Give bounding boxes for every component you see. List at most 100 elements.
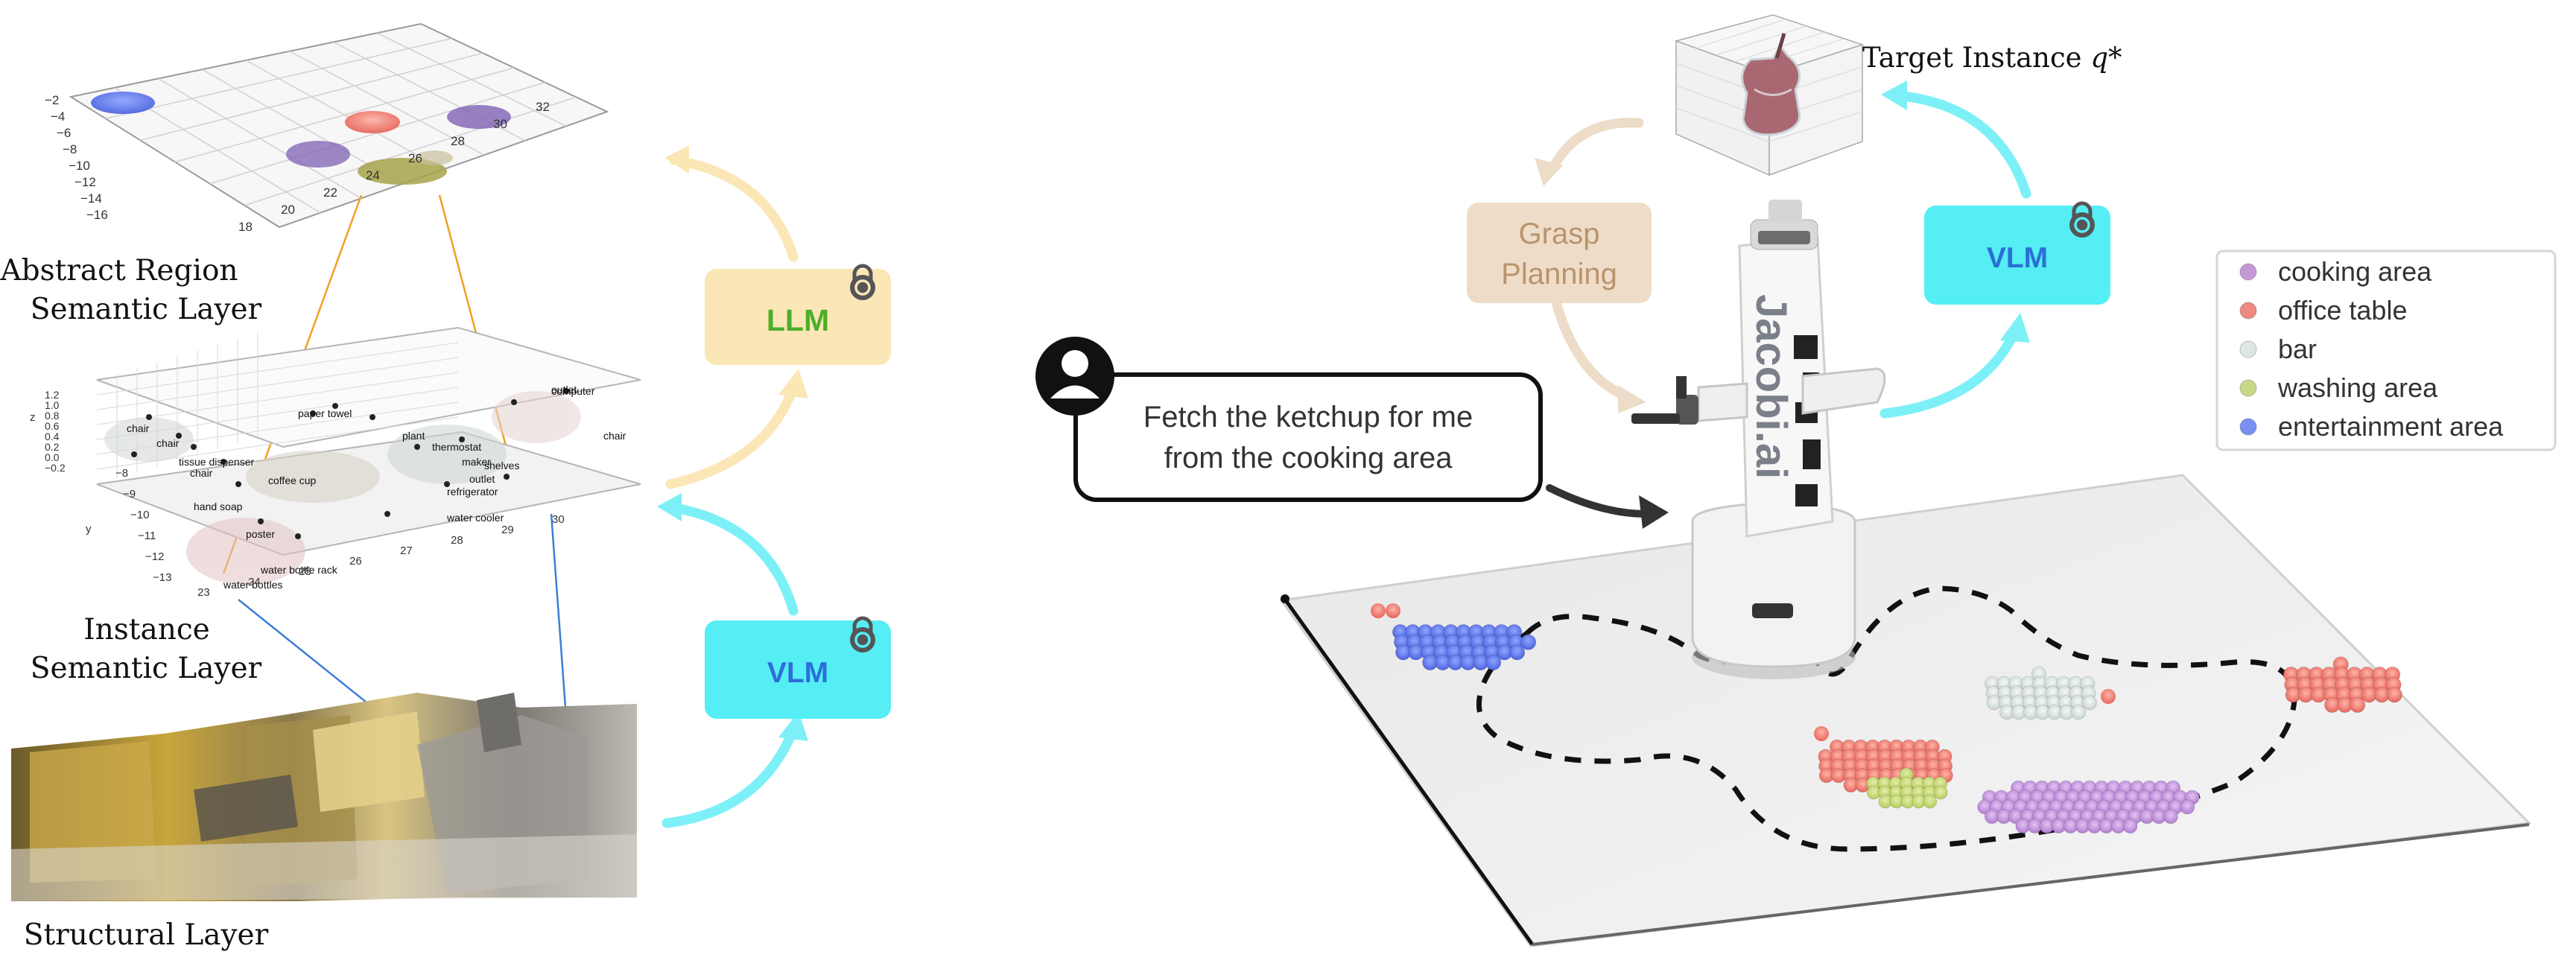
region-point [2071, 705, 2087, 720]
instance-y-tick: −8 [115, 467, 128, 480]
instance-z-tick: −0.2 [45, 462, 66, 474]
legend-item: washing area [2239, 372, 2438, 403]
instance-object-label: chair [127, 422, 150, 434]
vlm-box-left: VLM [705, 616, 891, 719]
target-instance-label: Target Instance q* [1862, 42, 2122, 74]
grasp-label-line2: Planning [1501, 258, 1617, 290]
floor-plane [1279, 474, 2532, 947]
instance-object-label: thermostat [432, 441, 481, 453]
instance-y-tick: −9 [123, 488, 136, 501]
instance-x-tick: 25 [299, 565, 311, 578]
legend-item: cooking area [2239, 256, 2432, 287]
region-office-table-right [1371, 603, 2402, 741]
instance-point [504, 474, 510, 480]
region-bar [1985, 666, 2097, 720]
structural-layer-label: Structural Layer [24, 918, 269, 952]
region-point [1520, 634, 1537, 650]
instance-point [444, 481, 450, 487]
region-point [1485, 654, 1502, 671]
robot: Jacobi.ai [1631, 200, 1886, 679]
arrow-vlm-to-target [1891, 90, 2031, 199]
arrow-robot-to-vlm [1879, 326, 2020, 419]
vlm-left-label: VLM [767, 657, 828, 689]
grasp-label-line1: Grasp [1519, 217, 1600, 250]
instance-point [131, 451, 137, 457]
instance-layer-label-line1: Instance [83, 613, 210, 647]
instance-point [146, 414, 152, 420]
user-avatar-icon [1035, 337, 1114, 416]
lock-icon [2069, 201, 2095, 238]
instance-z-tick: 1.0 [45, 399, 60, 411]
region-point [1371, 603, 1386, 618]
region-point [1923, 794, 1938, 809]
instance-point [384, 511, 390, 517]
arrow-llm-to-abstract [669, 155, 799, 262]
instance-point [235, 481, 241, 487]
region-point [2349, 696, 2366, 714]
instance-object-label: chair [156, 437, 180, 449]
instance-point [176, 433, 182, 439]
llm-label: LLM [767, 303, 829, 337]
structural-point-cloud [11, 693, 637, 901]
instance-y-axis-label: y [86, 523, 92, 536]
abstract-layer-label-line2: Semantic Layer [31, 293, 262, 326]
instance-object-label: computer [551, 385, 595, 397]
instance-point [221, 459, 226, 465]
arrow-instruction-to-robot [1546, 484, 1650, 518]
abstract-region-purple-right [447, 105, 511, 129]
abstract-x-tick: 20 [281, 203, 295, 217]
instance-object-label: shelves [484, 460, 519, 471]
arrow-head-llm [778, 369, 808, 398]
instance-x-tick: 23 [197, 586, 210, 599]
region-washing-area [1866, 767, 1948, 809]
region-point [1509, 644, 1526, 661]
instance-z-tick: 0.2 [45, 441, 60, 453]
instance-z-tick: 0.4 [45, 431, 60, 442]
robot-brand-text: Jacobi.ai [1747, 294, 1795, 479]
abstract-plane [69, 22, 609, 229]
abstract-y-tick: −2 [45, 93, 59, 107]
legend-label: cooking area [2278, 256, 2432, 287]
abstract-y-tick: −10 [69, 159, 90, 173]
abstract-x-tick: 28 [451, 134, 465, 148]
region-point [2122, 818, 2138, 834]
instance-x-tick: 29 [501, 524, 514, 536]
instance-layer-label-line2: Semantic Layer [31, 652, 262, 685]
floor-bottom-edge [1532, 823, 2530, 946]
target-instance-plot [1674, 14, 1865, 177]
instance-y-tick: −10 [130, 509, 149, 521]
region-point [1814, 726, 1829, 741]
lock-icon [850, 616, 875, 652]
arrow-head-instance [657, 493, 682, 521]
instance-x-tick: 27 [400, 544, 413, 557]
abstract-y-tick: −16 [86, 208, 108, 222]
legend-marker [2239, 302, 2257, 320]
grasp-planning-box: Grasp Planning [1467, 203, 1652, 303]
abstract-y-tick: −8 [63, 142, 77, 156]
instance-object-label: chair [603, 430, 626, 442]
region-point [1386, 603, 1400, 618]
instance-point [332, 403, 338, 409]
instance-object-label: water bottles [223, 579, 282, 591]
arrow-head-instruction [1639, 495, 1669, 529]
instance-object-label: outlet [551, 384, 577, 396]
abstract-x-tick: 18 [238, 220, 253, 234]
instance-object-label: refrigerator [447, 486, 498, 498]
abstract-y-tick: −6 [57, 126, 71, 140]
abstract-x-tick: 24 [366, 168, 380, 182]
lock-icon [850, 264, 875, 300]
legend-marker [2239, 379, 2257, 397]
instance-x-tick: 24 [248, 576, 261, 588]
instance-x-tick: 28 [451, 534, 463, 547]
abstract-region-purple-left [286, 141, 350, 168]
instance-z-tick: 1.2 [45, 389, 60, 401]
abstract-x-tick: 30 [493, 117, 507, 131]
instruction-bubble: Fetch the ketchup for me from the cookin… [1073, 372, 1543, 502]
region-point [2163, 809, 2178, 825]
instance-x-tick: 26 [349, 555, 362, 568]
instance-object-label: plant [402, 430, 425, 442]
instance-object-label: outlet [469, 473, 495, 485]
instance-blobs [104, 391, 581, 585]
arrow-head-vlm-right [2000, 313, 2030, 343]
instance-point [191, 444, 197, 450]
